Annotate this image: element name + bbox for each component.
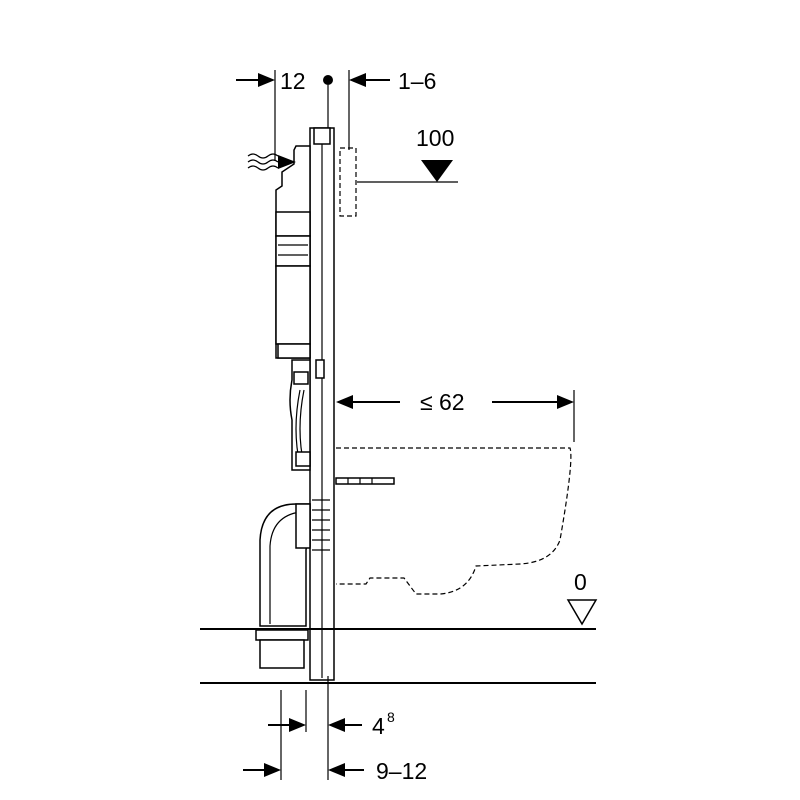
flush-plate-outline: [339, 147, 357, 217]
label-12: 12: [280, 68, 306, 94]
floor-level-marker: 0: [566, 569, 598, 626]
reference-point: [323, 75, 333, 85]
label-bottom-outer: 9–12: [376, 758, 427, 784]
installation-frame: [309, 127, 335, 681]
label-floor-level: 0: [574, 569, 587, 595]
dimension-bottom-outer: 9–12: [243, 690, 427, 784]
dimension-top-right: 1–6: [348, 68, 436, 150]
drain-bend: [255, 503, 311, 669]
dimension-bottom-inner: 4 8: [268, 676, 395, 780]
label-100: 100: [416, 125, 454, 151]
label-bowl-projection: ≤ 62: [420, 389, 465, 415]
dimension-bowl-projection: ≤ 62: [336, 389, 575, 442]
frame-hatching: [312, 499, 330, 551]
water-inlet-icon: [247, 153, 296, 171]
cistern: [275, 145, 311, 359]
mounting-bolt: [335, 477, 395, 485]
bowl-outline: [336, 447, 572, 595]
label-bottom-inner: 4: [372, 713, 385, 739]
dimension-top-left: 12: [236, 68, 306, 160]
flush-pipe: [289, 359, 311, 471]
label-bottom-inner-superscript: 8: [387, 709, 395, 725]
height-marker-100: 100: [357, 125, 458, 183]
label-1-6: 1–6: [398, 68, 436, 94]
